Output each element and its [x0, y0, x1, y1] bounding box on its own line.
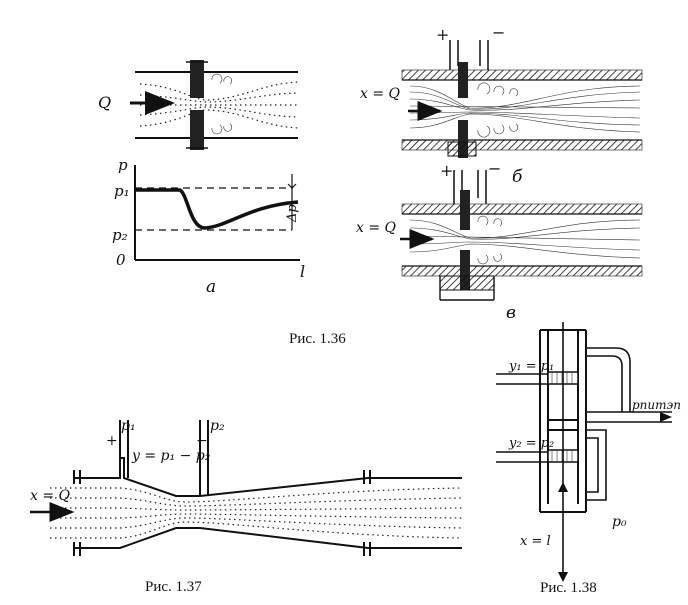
- caption-fig136: Рис. 1.36: [289, 331, 346, 347]
- origin-label: 0: [116, 251, 126, 269]
- fig136v-pipe: + − x = Q в: [356, 159, 643, 323]
- orifice-plate-top: [190, 60, 204, 98]
- panel-a-label: a: [206, 277, 216, 297]
- flow-label-b: x = Q: [360, 86, 401, 102]
- caption-fig138: Рис. 1.38: [540, 580, 597, 596]
- delta-p-label: Δp: [285, 204, 300, 223]
- plus-sign: +: [436, 25, 449, 44]
- fig137-venturi: x = Q p₁ p₂ + − y = p₁ − p₂: [30, 418, 463, 556]
- flow-label-v: x = Q: [356, 220, 397, 236]
- p0-label: p₀: [612, 514, 627, 530]
- minus-sign: −: [492, 23, 505, 42]
- p1-label: p₁: [114, 182, 130, 200]
- panel-b-label: б: [512, 167, 523, 187]
- fig136a-orifice-pipe: Q: [98, 60, 299, 150]
- y1-label: y₁ = p₁: [508, 359, 554, 374]
- fig136b-pipe: + − x = Q б: [360, 23, 643, 187]
- l-axis-label: l: [300, 262, 305, 281]
- minus-137: −: [196, 433, 208, 449]
- y2-label: y₂ = p₂: [508, 436, 554, 451]
- flow-label: Q: [98, 93, 111, 112]
- minus-sign-v: −: [488, 159, 501, 178]
- p2-label: p₂: [112, 226, 128, 244]
- fig136a-pressure-graph: p p₁ p₂ 0 l Δp a: [112, 156, 305, 297]
- p-axis-label: p: [118, 156, 128, 174]
- panel-v-label: в: [506, 303, 516, 323]
- caption-fig137: Рис. 1.37: [145, 579, 202, 595]
- fig138-differential-unit: y₁ = p₁ y₂ = p₂ pпитэп p₀ x = l: [496, 322, 681, 582]
- supply-pressure-label: pпитэп: [632, 398, 681, 412]
- p1-label-137: p₁: [121, 418, 136, 434]
- pressure-curve: [135, 188, 299, 230]
- xl-label: x = l: [520, 534, 551, 549]
- orifice-plate-bottom: [190, 110, 204, 150]
- plus-137: +: [106, 433, 118, 449]
- equation-137: y = p₁ − p₂: [131, 448, 211, 464]
- plus-sign-v: +: [440, 161, 453, 180]
- p2-label-137: p₂: [210, 418, 225, 434]
- flow-label-137: x = Q: [30, 488, 71, 504]
